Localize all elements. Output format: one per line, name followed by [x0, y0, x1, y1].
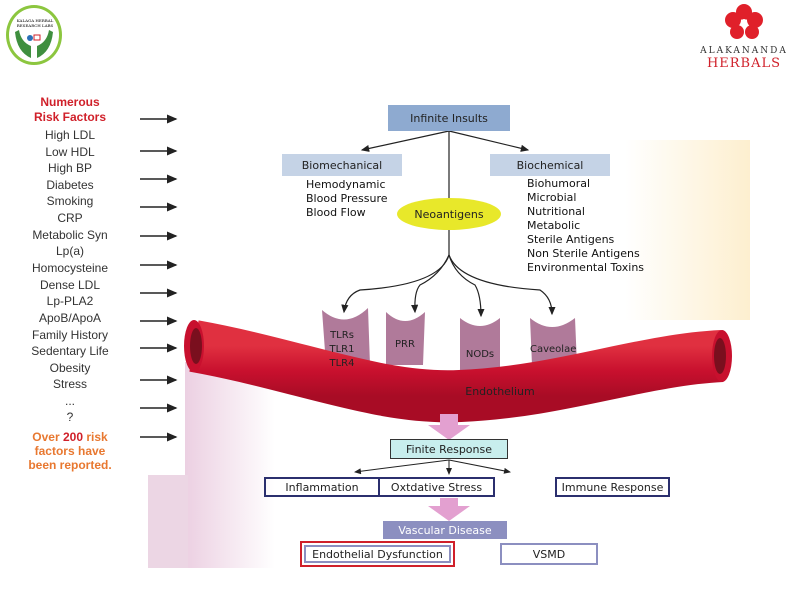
inflammation-box: Inflammation: [264, 477, 380, 497]
pink-down-arrow-2: [428, 498, 470, 521]
blood-vessel: [189, 320, 724, 423]
oxidative-stress-box: Oxtdative Stress: [378, 477, 495, 497]
risk-factor-arrows: [140, 114, 178, 442]
risk-factor-item: Obesity: [49, 361, 91, 375]
receptor-tlr: [322, 308, 370, 365]
yellow-gradient-panel: [625, 140, 750, 320]
arrow-to-immune: [448, 459, 511, 474]
infinite-insults-box: Infinite Insults: [388, 105, 510, 131]
hibiscus-icon: [725, 4, 763, 39]
pink-down-arrow-1: [428, 414, 470, 440]
alakananda-logo: ALAKANANDA HERBALS: [688, 2, 800, 71]
risk-footer-3: been reported.: [28, 458, 112, 472]
endothelial-dysfunction-box: Endothelial Dysfunction: [300, 541, 455, 567]
pink-gradient-panel-lower: [148, 475, 188, 568]
risk-factor-item: Dense LDL: [39, 278, 101, 292]
receptor-nods-label: NODs: [465, 349, 495, 360]
risk-factor-item: ?: [66, 410, 74, 424]
receptor-prr: [386, 312, 425, 365]
risk-factor-item: Diabetes: [46, 178, 94, 192]
vascular-disease-box: Vascular Disease: [383, 521, 507, 539]
finite-response-box: Finite Response: [390, 439, 508, 459]
risk-factor-item: ...: [64, 394, 75, 408]
arrow-to-inflammation: [354, 459, 450, 475]
kalaga-logo-text: KALAGA HERBAL RESEARCH LABS: [16, 18, 54, 28]
branch-arrow-prr: [411, 254, 450, 314]
risk-factor-item: Metabolic Syn: [32, 228, 108, 242]
alakananda-text: ALAKANANDA: [700, 46, 788, 56]
risk-factor-item: Smoking: [46, 194, 94, 208]
biomechanical-box: Biomechanical: [282, 154, 402, 176]
risk-factor-item: Stress: [52, 377, 87, 391]
branch-arrow-nods: [448, 254, 485, 318]
risk-factor-item: Homocysteine: [31, 261, 109, 275]
risk-footer-2: factors have: [34, 444, 106, 458]
arrow-to-biochemical: [448, 130, 530, 152]
pink-gradient-panel: [185, 362, 275, 568]
risk-factor-item: Family History: [31, 328, 108, 342]
risk-title-1: Numerous: [40, 95, 100, 109]
risk-footer-1: Over 200 risk: [32, 430, 108, 444]
immune-response-box: Immune Response: [555, 477, 670, 497]
risk-factor-item: CRP: [57, 211, 83, 225]
biochemical-box: Biochemical: [490, 154, 610, 176]
endothelium-label: Endothelium: [465, 385, 535, 398]
vsmd-box: VSMD: [500, 543, 598, 565]
kalaga-logo: KALAGA HERBAL RESEARCH LABS: [6, 5, 62, 65]
receptor-caveolae-label: Caveolae: [530, 344, 577, 355]
risk-factor-item: Lp(a): [55, 244, 84, 258]
risk-factor-item: Low HDL: [45, 145, 95, 159]
receptor-nods: [460, 318, 500, 375]
risk-factor-item: Sedentary Life: [31, 344, 109, 358]
receptor-prr-label: PRR: [395, 339, 415, 350]
herbals-text: HERBALS: [706, 56, 782, 71]
arrow-to-biomechanical: [360, 130, 450, 152]
risk-factor-item: Lp-PLA2: [46, 294, 94, 308]
risk-factor-item: High BP: [47, 161, 93, 175]
receptor-caveolae: [530, 318, 577, 365]
branch-arrow-caveolae: [448, 254, 556, 316]
risk-title-2: Risk Factors: [33, 110, 107, 124]
risk-factor-item: ApoB/ApoA: [38, 311, 102, 325]
neoantigens-ellipse: Neoantigens: [397, 198, 501, 230]
branch-arrow-tlr: [341, 254, 450, 314]
risk-factor-item: High LDL: [44, 128, 96, 142]
